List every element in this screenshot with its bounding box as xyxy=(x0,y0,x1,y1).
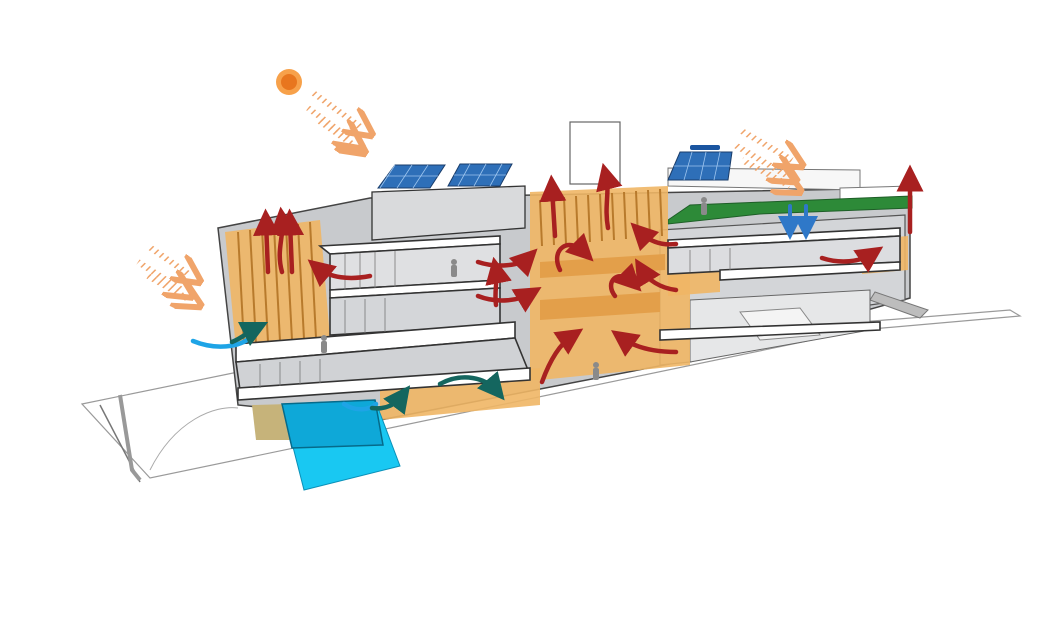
water-pool xyxy=(281,399,401,491)
human-figures xyxy=(321,197,707,380)
warm-air-arrow-icon xyxy=(539,328,584,385)
cool-air-arrow-icon xyxy=(437,370,505,401)
warm-air-arrow-icon xyxy=(630,222,679,252)
sun-ray-icon xyxy=(306,89,362,146)
warm-air-arrow-icon xyxy=(608,262,642,299)
window-mullions xyxy=(259,248,731,388)
sun-icon xyxy=(276,69,302,95)
sun-ray-icon xyxy=(733,127,792,186)
warm-air-arrow-icon xyxy=(819,246,884,273)
warm-air-arrow-icon xyxy=(635,258,679,293)
warm-air-arrow-icon xyxy=(554,232,594,273)
cool-air-arrow-icon xyxy=(229,321,269,347)
sun-ray-icon xyxy=(136,243,190,300)
solar-panel-icon xyxy=(447,163,513,187)
warm-air-arrow-icon xyxy=(307,259,373,288)
warm-air-arrow-icon xyxy=(485,256,512,308)
warm-air-arrow-icon xyxy=(277,208,305,275)
cool-air-arrows xyxy=(190,204,818,415)
solar-panel-icon xyxy=(377,164,446,189)
solar-panels xyxy=(377,145,733,189)
warm-air-arrow-icon xyxy=(270,206,297,275)
warm-air-arrow-icon xyxy=(475,287,542,313)
cool-air-arrow-icon xyxy=(369,385,411,415)
solar-panel-icon xyxy=(667,145,733,181)
warm-air-arrow-icon xyxy=(253,208,281,275)
warm-air-arrow-icon xyxy=(539,174,567,239)
warm-air-arrow-icon xyxy=(596,162,623,231)
cool-air-arrow-icon xyxy=(341,401,379,412)
warm-air-arrows xyxy=(253,162,924,385)
warm-air-arrow-icon xyxy=(611,330,679,357)
